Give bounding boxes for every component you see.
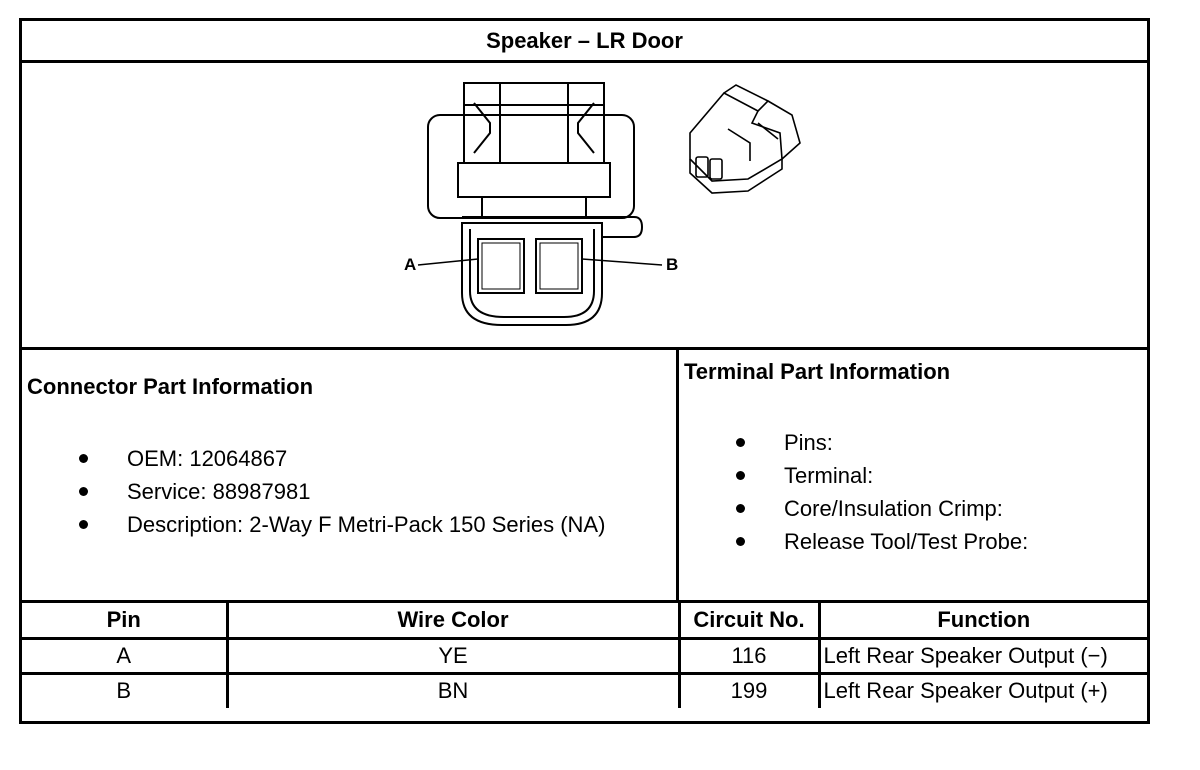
table-header-row: Pin Wire Color Circuit No. Function <box>22 603 1147 640</box>
list-item: Description: 2-Way F Metri-Pack 150 Seri… <box>79 508 605 541</box>
pin-label-b: B <box>666 255 679 274</box>
cell-circuit-no: 199 <box>677 671 821 708</box>
table-row: B BN 199 Left Rear Speaker Output (+) <box>22 671 1147 708</box>
pin-function-table: Pin Wire Color Circuit No. Function A YE… <box>22 603 1147 708</box>
latch-top <box>463 82 605 106</box>
part-info-section: Connector Part Information OEM: 12064867… <box>22 350 1147 603</box>
connector-shroud <box>461 222 603 326</box>
cell-wire-color: YE <box>225 636 681 675</box>
cavity-b <box>535 238 583 294</box>
leader-line-a <box>417 258 479 266</box>
table-row: A YE 116 Left Rear Speaker Output (−) <box>22 636 1147 675</box>
cell-circuit-no: 116 <box>677 636 821 675</box>
latch-left <box>463 82 501 164</box>
column-header-function: Function <box>817 603 1147 640</box>
latch-right <box>567 82 605 164</box>
list-item: Terminal: <box>736 459 1028 492</box>
terminal-info-heading: Terminal Part Information <box>684 359 951 384</box>
cell-function: Left Rear Speaker Output (−) <box>817 636 1147 675</box>
pin-label-a: A <box>404 255 417 274</box>
list-item: Service: 88987981 <box>79 475 605 508</box>
list-item: Pins: <box>736 426 1028 459</box>
connector-info-list: OEM: 12064867 Service: 88987981 Descript… <box>79 442 605 541</box>
list-item: Release Tool/Test Probe: <box>736 525 1028 558</box>
connector-face-drawing <box>417 82 801 326</box>
connector-collar <box>457 162 611 198</box>
list-item: Core/Insulation Crimp: <box>736 492 1028 525</box>
cell-pin: B <box>22 671 229 708</box>
column-header-circuit-no: Circuit No. <box>677 603 821 640</box>
column-header-wire-color: Wire Color <box>225 603 681 640</box>
cavity-a <box>477 238 525 294</box>
connector-isometric-icon <box>689 84 801 194</box>
cell-function: Left Rear Speaker Output (+) <box>817 671 1147 708</box>
list-item: OEM: 12064867 <box>79 442 605 475</box>
connector-diagram: A B <box>22 63 1147 350</box>
cell-wire-color: BN <box>225 671 681 708</box>
connector-part-info: Connector Part Information OEM: 12064867… <box>22 350 679 600</box>
sheet-title: Speaker – LR Door <box>22 21 1147 63</box>
terminal-info-list: Pins: Terminal: Core/Insulation Crimp: R… <box>736 426 1028 558</box>
connector-info-heading: Connector Part Information <box>27 374 314 399</box>
column-header-pin: Pin <box>22 603 229 640</box>
terminal-part-info: Terminal Part Information Pins: Terminal… <box>679 350 1147 600</box>
leader-line-b <box>581 258 663 266</box>
cell-pin: A <box>22 636 229 675</box>
connector-sheet: Speaker – LR Door <box>19 18 1150 724</box>
